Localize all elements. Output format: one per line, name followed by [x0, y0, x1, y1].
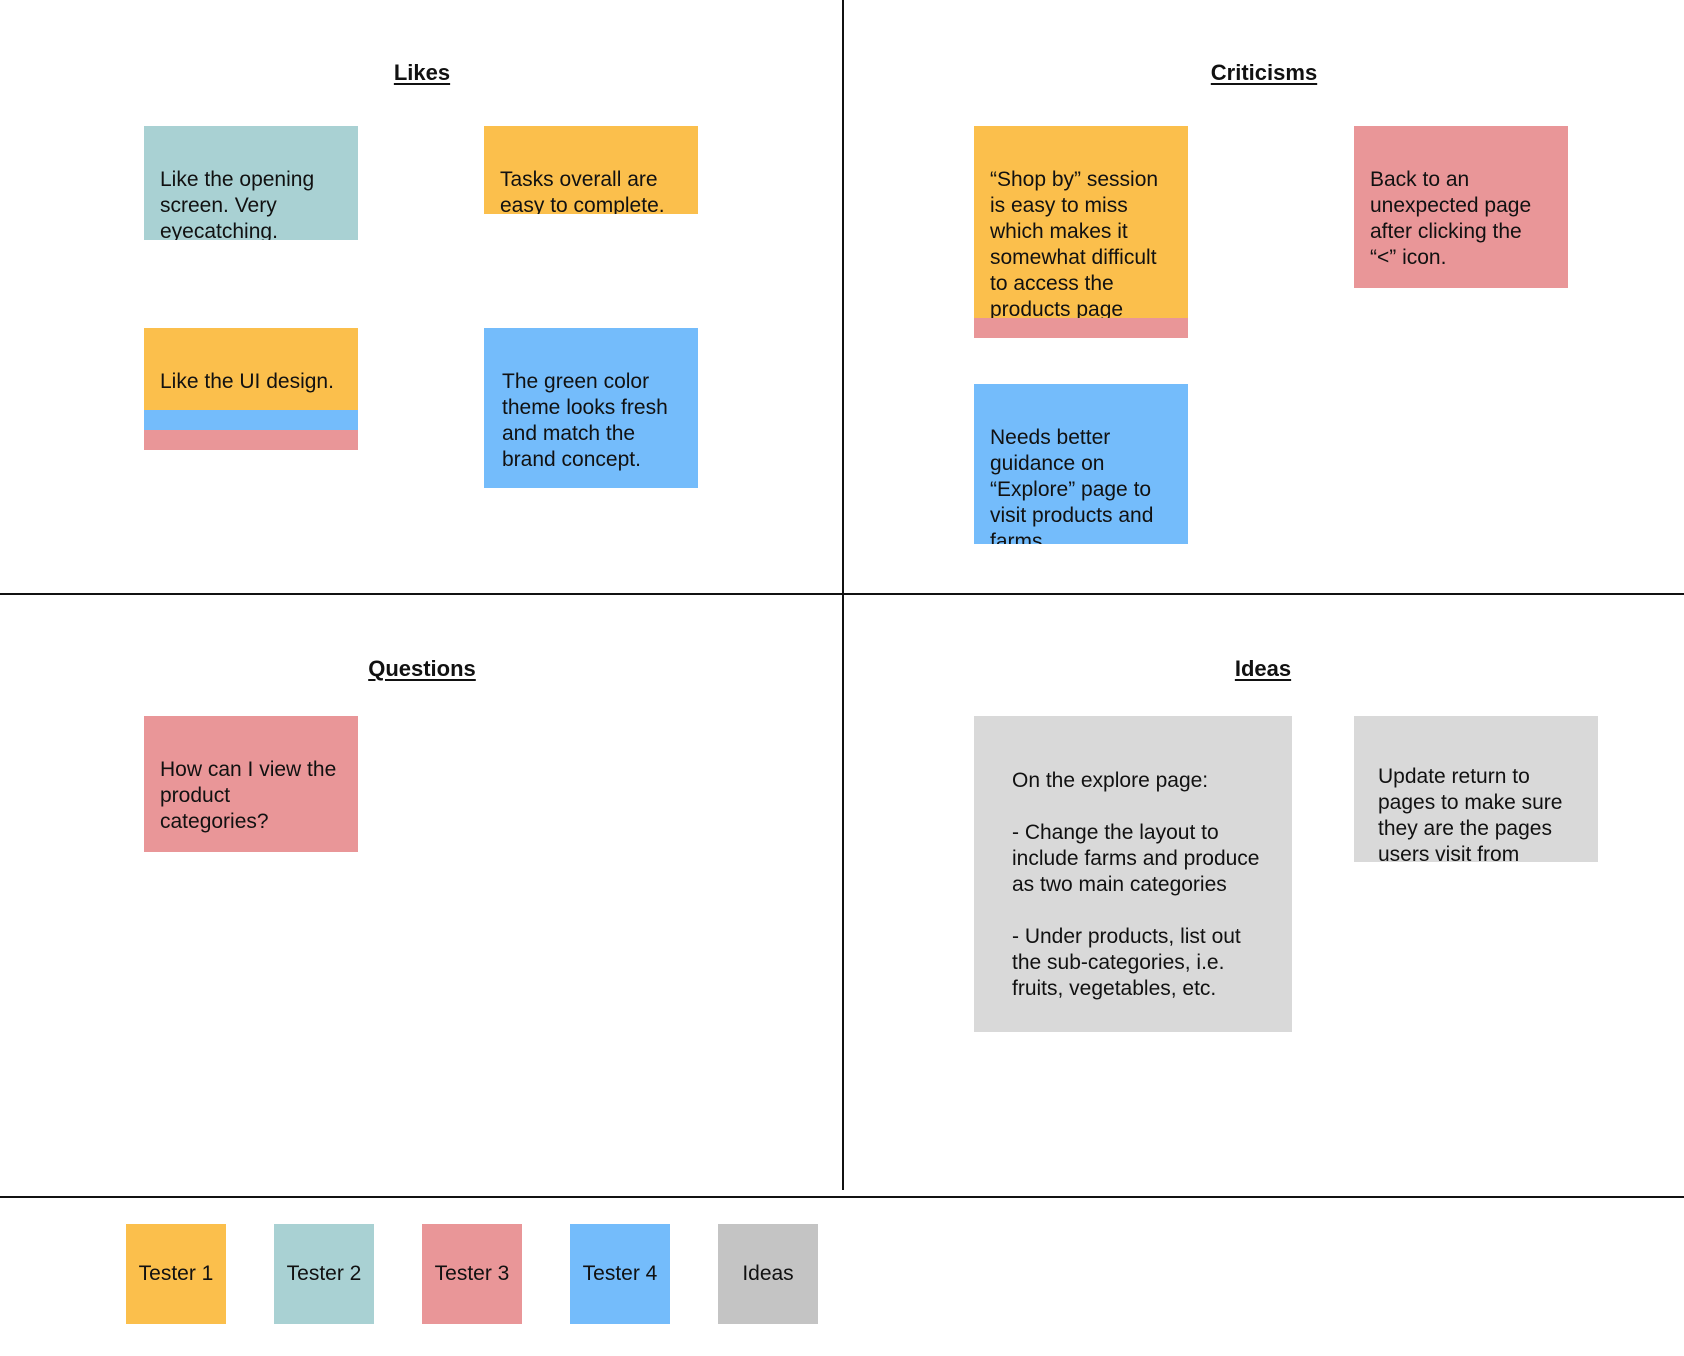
note-text: Tasks overall are easy to complete. — [500, 168, 665, 214]
sticky-note-tester4[interactable]: Needs better guidance on “Explore” page … — [974, 384, 1188, 544]
legend-swatch-tester-3: Tester 3 — [422, 1224, 522, 1324]
tester3-agree-stripe — [974, 318, 1188, 338]
sticky-note-tester1[interactable]: Like the UI design. — [144, 328, 358, 410]
legend-label: Ideas — [742, 1262, 794, 1285]
sticky-note-tester1[interactable]: “Shop by” session is easy to miss which … — [974, 126, 1188, 318]
legend-label: Tester 4 — [582, 1262, 658, 1285]
sticky-note-tester3[interactable]: How can I view the product categories? — [144, 716, 358, 852]
note-text: How can I view the product categories? — [160, 758, 337, 833]
note-text: Back to an unexpected page after clickin… — [1370, 168, 1532, 269]
horizontal-divider-middle — [0, 593, 1684, 595]
note-text: Like the UI design. — [160, 370, 334, 393]
note-text: Update return to pages to make sure they… — [1378, 765, 1563, 862]
note-text: “Shop by” session is easy to miss which … — [990, 168, 1159, 318]
note-text: The green color theme looks fresh and ma… — [502, 370, 668, 471]
sticky-note-tester4[interactable]: The green color theme looks fresh and ma… — [484, 328, 698, 488]
likes-heading: Likes — [393, 60, 451, 85]
legend-label: Tester 3 — [434, 1262, 510, 1285]
legend-swatch-tester-2: Tester 2 — [274, 1224, 374, 1324]
vertical-divider — [842, 0, 844, 1190]
criticisms-heading: Criticisms — [1210, 60, 1318, 85]
sticky-note-tester2[interactable]: Like the opening screen. Very eyecatchin… — [144, 126, 358, 240]
horizontal-divider-legend — [0, 1196, 1684, 1198]
sticky-note-idea[interactable]: Update return to pages to make sure they… — [1354, 716, 1598, 862]
tester3-agree-stripe — [144, 430, 358, 450]
note-text: Like the opening screen. Very eyecatchin… — [160, 168, 315, 240]
note-text: On the explore page: - Change the layout… — [1012, 769, 1260, 1000]
sticky-note-tester3[interactable]: Back to an unexpected page after clickin… — [1354, 126, 1568, 288]
ideas-heading: Ideas — [1234, 656, 1292, 681]
legend-label: Tester 2 — [286, 1262, 362, 1285]
sticky-note-tester1[interactable]: Tasks overall are easy to complete. — [484, 126, 698, 214]
tester4-agree-stripe — [144, 410, 358, 430]
sticky-note-idea[interactable]: On the explore page: - Change the layout… — [974, 716, 1292, 1032]
legend-swatch-tester-1: Tester 1 — [126, 1224, 226, 1324]
note-text: Needs better guidance on “Explore” page … — [990, 426, 1154, 544]
legend-swatch-tester-4: Tester 4 — [570, 1224, 670, 1324]
legend-label: Tester 1 — [138, 1262, 214, 1285]
legend-swatch-ideas: Ideas — [718, 1224, 818, 1324]
questions-heading: Questions — [368, 656, 476, 681]
